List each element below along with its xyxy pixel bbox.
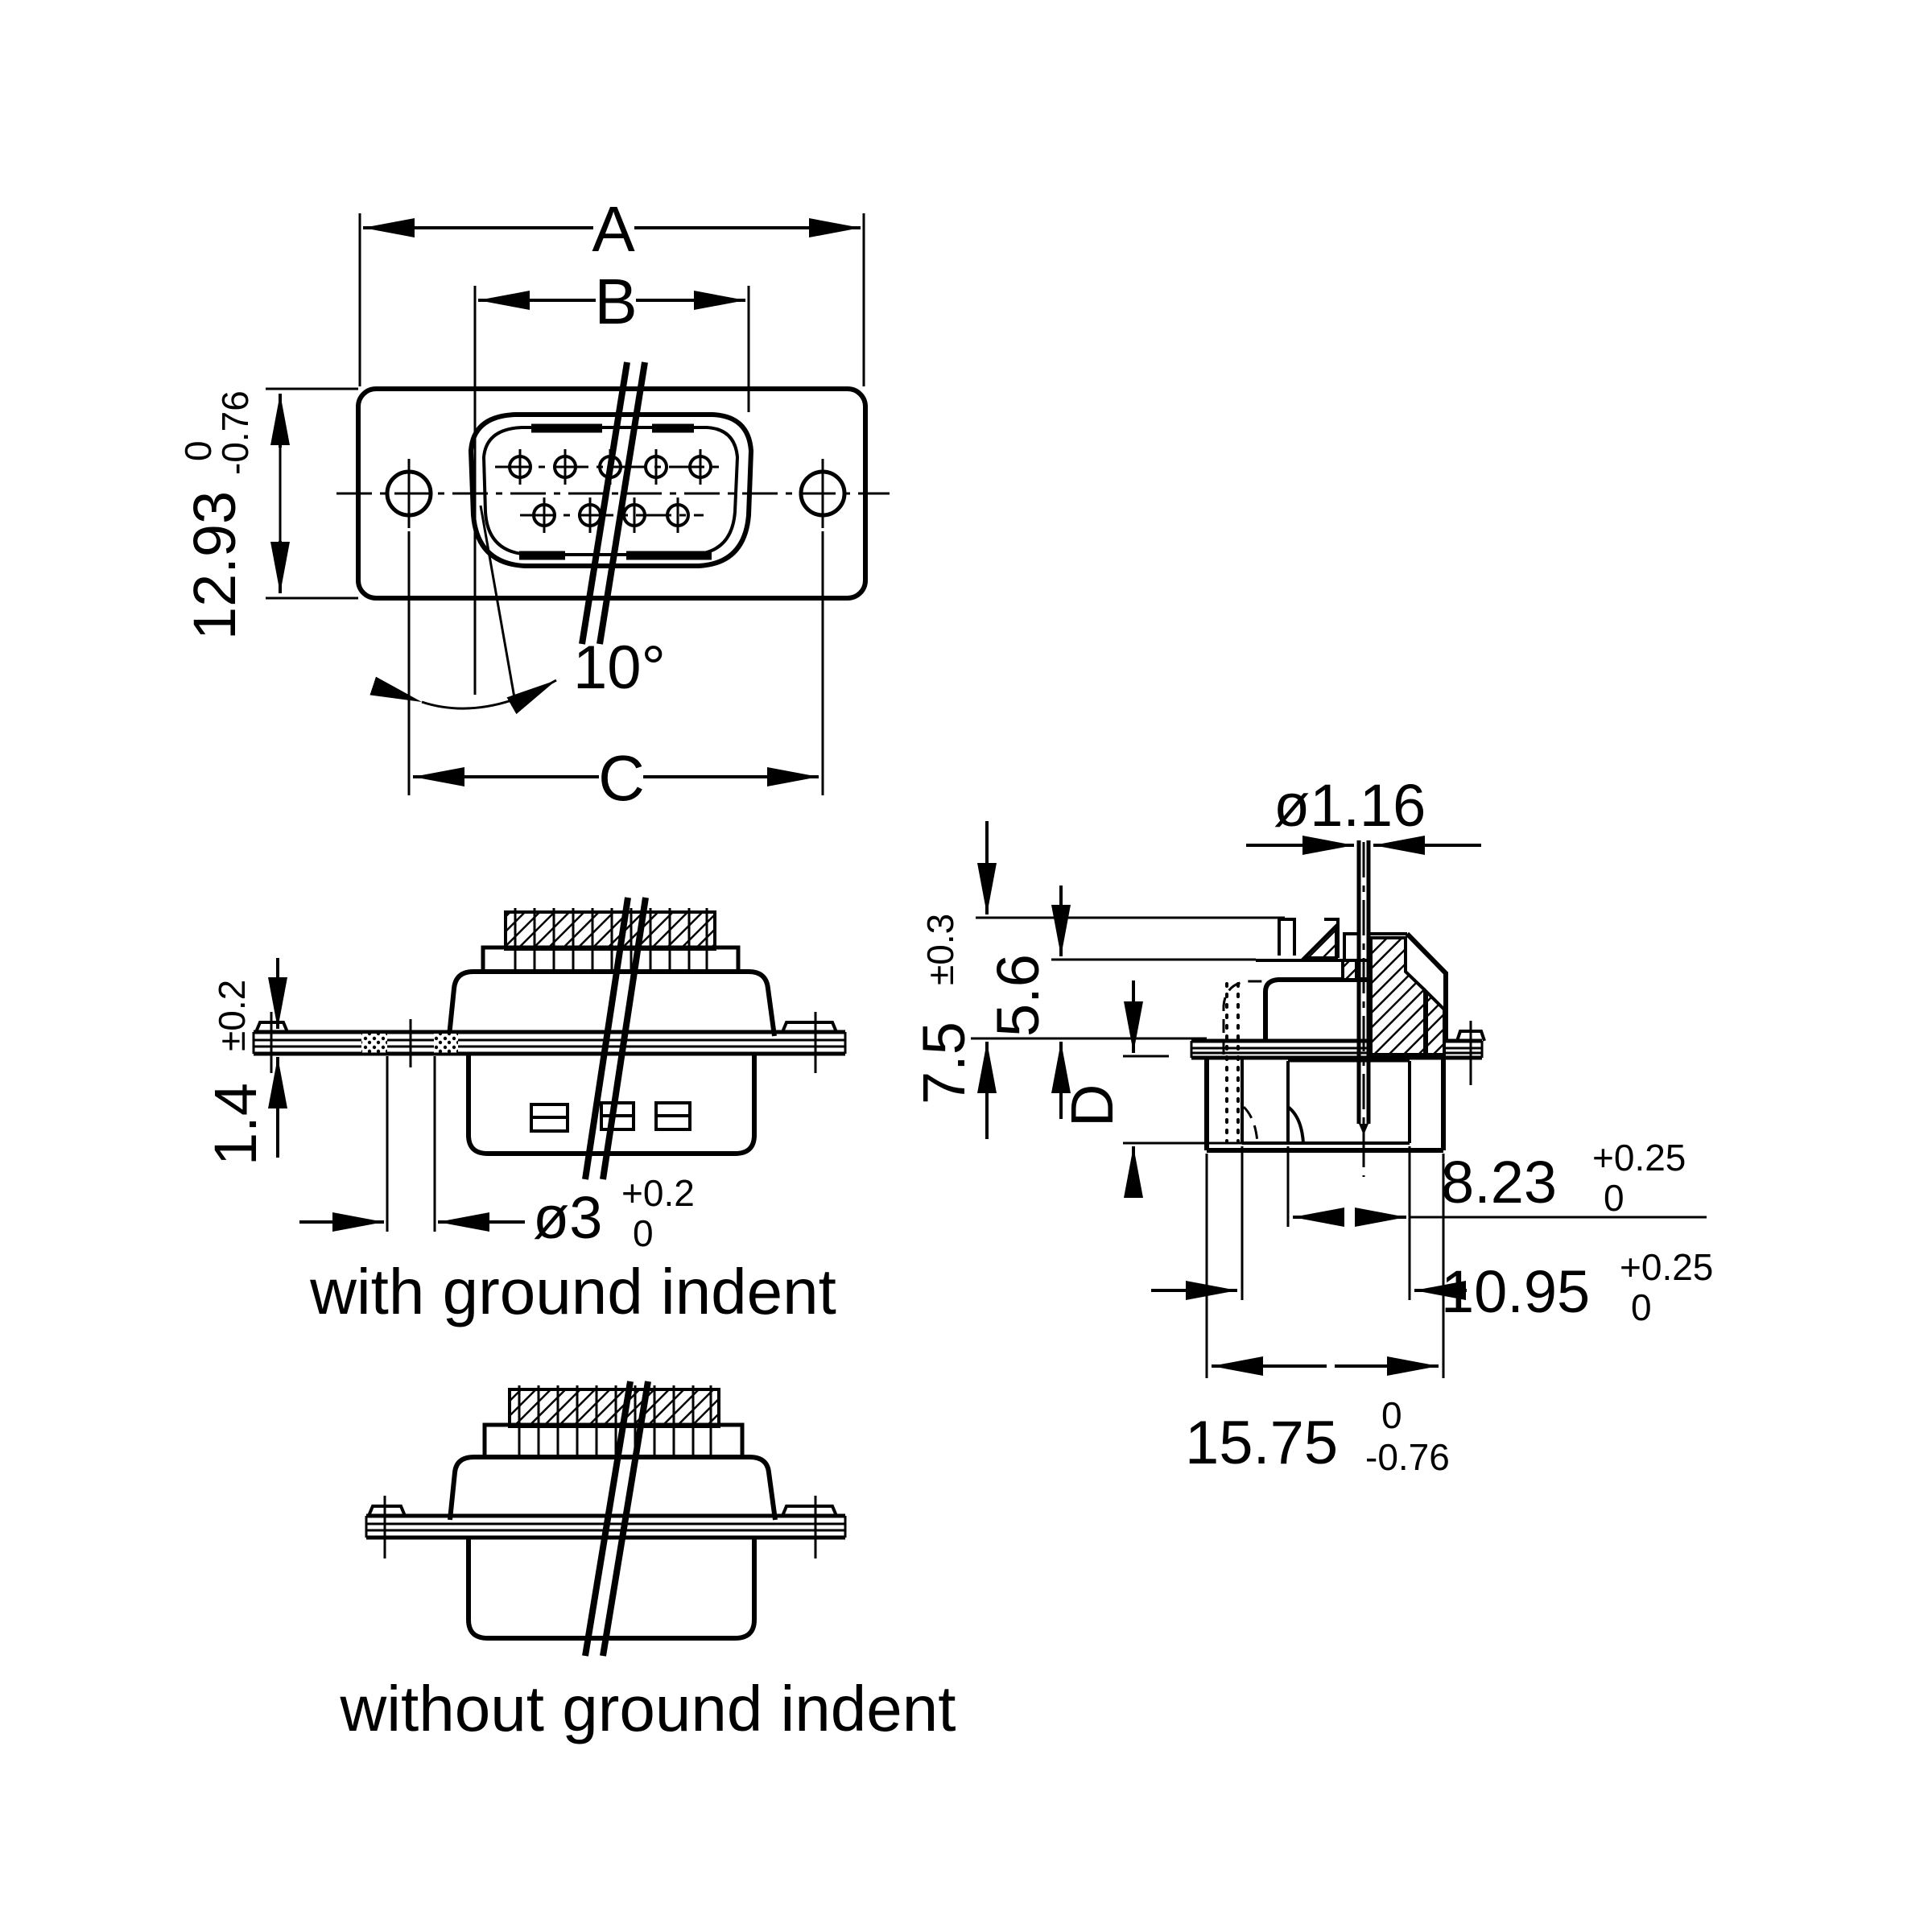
dim-outer: 15.75 0 -0.76: [1185, 1154, 1450, 1478]
dim-75: 7.5 ±0.3: [910, 821, 1285, 1139]
dim-bore-tol-lower: 0: [1604, 1177, 1624, 1219]
dim-c-label: C: [598, 742, 645, 814]
dim-75-value: 7.5: [910, 1022, 977, 1104]
dim-b-label: B: [594, 266, 637, 337]
dim-indent-dia-tol-upper: +0.2: [621, 1172, 695, 1214]
dim-mid: 10.95 +0.25 0: [1151, 1146, 1713, 1328]
dim-pin-dia: ø1.16: [1246, 772, 1481, 855]
phantom-outline: [1222, 980, 1267, 1143]
dim-d: D: [1059, 980, 1242, 1198]
pin-comb: [504, 908, 716, 970]
plate-tab-left: [367, 1505, 407, 1517]
rear-body: [466, 1538, 757, 1641]
dim-indent-dia: ø3 +0.2 0: [299, 1056, 695, 1254]
dim-bore: 8.23 +0.25 0: [1286, 1137, 1707, 1227]
dim-mid-tol-lower: 0: [1631, 1286, 1652, 1328]
dim-indent-dia-tol-lower: 0: [633, 1212, 654, 1254]
dim-plate-thickness: 1.4 ±0.2: [202, 958, 467, 1166]
dim-a: A: [358, 193, 865, 386]
upper-body: [448, 1455, 778, 1521]
ground-indent: [361, 1019, 458, 1067]
insert-section: [1256, 918, 1448, 1056]
caption-with-ground-indent: with ground indent: [309, 1256, 836, 1327]
upper-body: [447, 969, 777, 1037]
rear-body: [466, 1054, 757, 1156]
dim-outer-tol-upper: 0: [1381, 1394, 1402, 1436]
dim-outer-tol-lower: -0.76: [1365, 1436, 1450, 1478]
plate-tab-right: [781, 1505, 838, 1517]
dim-a-label: A: [592, 193, 635, 265]
pins-row-bottom: [532, 497, 690, 533]
dim-plate-thickness-value: 1.4: [202, 1083, 269, 1166]
section-view: ø1.16 7.5 ±0.3 5.6: [910, 772, 1713, 1478]
dim-pin-dia-value: ø1.16: [1274, 772, 1426, 839]
front-view: A B C 12.93 0 -0.76: [177, 193, 890, 814]
dim-plate-thickness-tol: ±0.2: [211, 980, 253, 1051]
pins-row-top: [508, 449, 712, 485]
dim-height: 12.93 0 -0.76: [177, 387, 358, 640]
contact-pin: [1356, 840, 1371, 1177]
section-line: [582, 1381, 651, 1657]
side-view-without-ground-indent: without ground indent: [340, 1381, 956, 1744]
section-line: [579, 361, 648, 645]
caption-without-ground-indent: without ground indent: [340, 1673, 956, 1744]
dim-angle-label: 10°: [573, 634, 666, 702]
dim-height-value: 12.93: [181, 491, 248, 640]
side-view-with-ground-indent: 1.4 ±0.2 ø3 +0.2 0 with ground indent: [202, 897, 847, 1327]
plate-tab-right: [781, 1021, 838, 1033]
shell-lance-marks: [519, 423, 712, 560]
dim-75-tol: ±0.3: [919, 914, 961, 985]
dim-height-tol-upper: 0: [177, 440, 219, 461]
dim-bore-value: 8.23: [1441, 1149, 1557, 1216]
dim-bore-tol-upper: +0.25: [1592, 1137, 1686, 1179]
rear-shell-section: [1204, 1058, 1446, 1153]
dim-c: C: [407, 531, 824, 814]
dim-angle: 10°: [369, 505, 666, 715]
dim-b: B: [473, 266, 750, 695]
dim-56-value: 5.6: [985, 954, 1051, 1037]
section-line: [582, 897, 649, 1180]
dim-outer-value: 15.75: [1185, 1409, 1338, 1477]
dim-height-tol-lower: -0.76: [214, 390, 256, 475]
dim-indent-dia-value: ø3: [533, 1184, 602, 1251]
dim-56: 5.6: [985, 886, 1256, 1119]
dim-mid-value: 10.95: [1441, 1258, 1590, 1325]
shell-wedge-hatch: [1425, 988, 1446, 1056]
solder-cups: [530, 1101, 691, 1133]
dim-d-value: D: [1059, 1084, 1125, 1127]
dim-mid-tol-upper: +0.25: [1620, 1246, 1713, 1288]
